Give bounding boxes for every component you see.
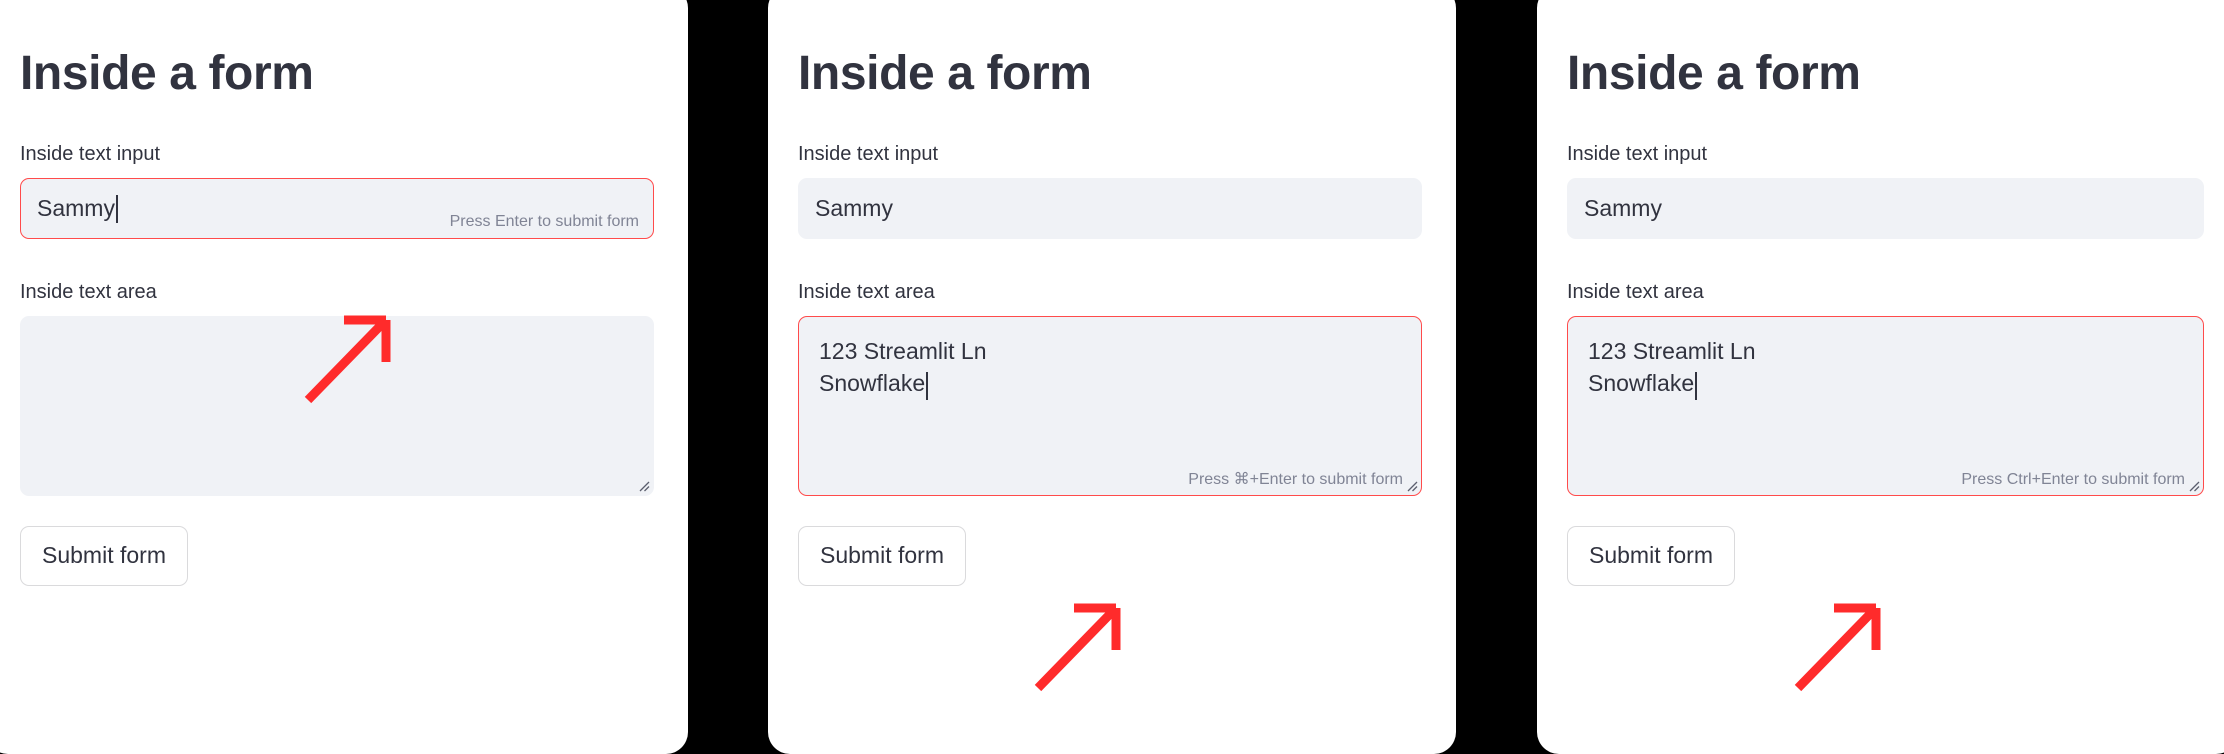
resize-handle-icon[interactable] xyxy=(636,478,650,492)
text-input-field-3: Inside text input Sammy xyxy=(1567,139,2204,239)
text-cursor xyxy=(926,371,929,400)
text-area-line-text: Snowflake xyxy=(1588,369,1695,396)
text-input[interactable]: Sammy xyxy=(1567,177,2204,239)
form-container-2: Inside a form Inside text input Sammy In… xyxy=(768,0,1456,586)
submit-hint: Press Ctrl+Enter to submit form xyxy=(1961,470,2185,488)
submit-form-button[interactable]: Submit form xyxy=(1567,525,1735,586)
text-input-field-2: Inside text input Sammy xyxy=(798,139,1422,239)
form-panel-2: Inside a form Inside text input Sammy In… xyxy=(768,0,1456,754)
text-input-value: Sammy xyxy=(1584,194,1662,221)
text-input[interactable]: Sammy xyxy=(798,177,1422,239)
page-title: Inside a form xyxy=(1567,47,1861,100)
submit-row-2: Submit form xyxy=(798,525,1422,586)
text-area-field-2: Inside text area 123 Streamlit Ln Snowfl… xyxy=(798,277,1422,496)
text-area-label: Inside text area xyxy=(798,280,935,303)
submit-row-1: Submit form xyxy=(20,525,654,586)
text-input-label: Inside text input xyxy=(798,142,939,165)
resize-handle-icon[interactable] xyxy=(2186,478,2200,492)
text-area-field-1: Inside text area xyxy=(20,277,654,496)
form-container-1: Inside a form Inside text input Sammy Pr… xyxy=(0,0,688,586)
text-area[interactable]: 123 Streamlit Ln Snowflake Press Ctrl+En… xyxy=(1567,315,2204,496)
text-input-value: Sammy xyxy=(815,194,893,221)
submit-form-button[interactable]: Submit form xyxy=(798,525,966,586)
page-title: Inside a form xyxy=(798,47,1092,100)
text-area[interactable] xyxy=(20,315,654,496)
submit-hint: Press Enter to submit form xyxy=(449,212,639,230)
page-title: Inside a form xyxy=(20,47,314,100)
text-input[interactable]: Sammy Press Enter to submit form xyxy=(20,177,654,239)
submit-form-button[interactable]: Submit form xyxy=(20,525,188,586)
text-input-field-1: Inside text input Sammy Press Enter to s… xyxy=(20,139,654,239)
form-panel-3: Inside a form Inside text input Sammy In… xyxy=(1537,0,2224,754)
submit-hint: Press ⌘+Enter to submit form xyxy=(1188,470,1403,488)
submit-row-3: Submit form xyxy=(1567,525,2204,586)
text-area-line: Snowflake xyxy=(1588,367,2187,400)
text-area-line: 123 Streamlit Ln xyxy=(819,337,987,364)
form-panel-1: Inside a form Inside text input Sammy Pr… xyxy=(0,0,688,754)
text-cursor xyxy=(1695,371,1698,400)
text-area-line: 123 Streamlit Ln xyxy=(1588,337,1756,364)
text-area-line: Snowflake xyxy=(819,367,1405,400)
text-input-label: Inside text input xyxy=(1567,142,1708,165)
text-area[interactable]: 123 Streamlit Ln Snowflake Press ⌘+Enter… xyxy=(798,315,1422,496)
text-area-field-3: Inside text area 123 Streamlit Ln Snowfl… xyxy=(1567,277,2204,496)
text-area-label: Inside text area xyxy=(20,280,157,303)
form-container-3: Inside a form Inside text input Sammy In… xyxy=(1537,0,2224,586)
text-area-label: Inside text area xyxy=(1567,280,1704,303)
text-cursor xyxy=(115,195,118,224)
text-area-line-text: Snowflake xyxy=(819,369,926,396)
text-input-label: Inside text input xyxy=(20,142,161,165)
resize-handle-icon[interactable] xyxy=(1404,478,1418,492)
text-input-value: Sammy xyxy=(37,194,115,221)
